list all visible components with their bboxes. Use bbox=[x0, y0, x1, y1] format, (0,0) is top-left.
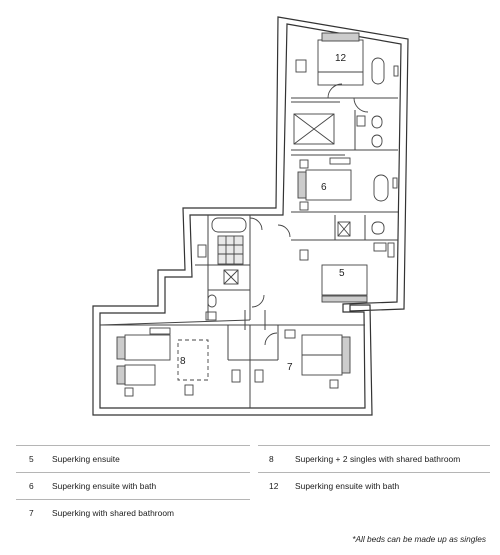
room-8-furniture bbox=[116, 327, 264, 397]
room-label-5: 5 bbox=[339, 268, 345, 279]
floor-plan: 12 6 5 8 7 bbox=[92, 16, 409, 416]
legend-room-number: 6 bbox=[29, 481, 34, 491]
outer-walls bbox=[92, 16, 409, 416]
legend-room-number: 7 bbox=[29, 508, 34, 518]
room-6-furniture bbox=[297, 157, 398, 211]
left-bathroom-fixtures bbox=[197, 217, 291, 321]
legend-row: 8 Superking + 2 singles with shared bath… bbox=[258, 445, 490, 472]
bathroom-fixtures-upper bbox=[293, 113, 383, 148]
legend-room-description: Superking ensuite with bath bbox=[295, 481, 400, 491]
legend-row: 5 Superking ensuite bbox=[16, 445, 250, 472]
legend-room-description: Superking ensuite with bath bbox=[52, 481, 157, 491]
legend-column-right: 8 Superking + 2 singles with shared bath… bbox=[258, 445, 490, 499]
room-7-furniture bbox=[264, 329, 351, 389]
legend-room-number: 5 bbox=[29, 454, 34, 464]
legend-room-number: 12 bbox=[269, 481, 279, 491]
legend-row: 7 Superking with shared bathroom bbox=[16, 499, 250, 526]
room-label-6: 6 bbox=[321, 182, 327, 193]
interior-walls bbox=[99, 97, 398, 408]
room-label-7: 7 bbox=[287, 362, 293, 373]
legend-column-left: 5 Superking ensuite 6 Superking ensuite … bbox=[16, 445, 250, 526]
room-5-furniture bbox=[299, 221, 395, 303]
room-label-8: 8 bbox=[180, 356, 186, 367]
room-legend: 5 Superking ensuite 6 Superking ensuite … bbox=[16, 445, 490, 525]
room-12-furniture bbox=[295, 32, 399, 113]
legend-row: 6 Superking ensuite with bath bbox=[16, 472, 250, 499]
legend-room-number: 8 bbox=[269, 454, 274, 464]
legend-row: 12 Superking ensuite with bath bbox=[258, 472, 490, 499]
legend-room-description: Superking + 2 singles with shared bathro… bbox=[295, 454, 461, 464]
footnote: *All beds can be made up as singles bbox=[352, 534, 486, 544]
room-label-12: 12 bbox=[335, 53, 347, 64]
legend-room-description: Superking ensuite bbox=[52, 454, 120, 464]
legend-room-description: Superking with shared bathroom bbox=[52, 508, 175, 518]
